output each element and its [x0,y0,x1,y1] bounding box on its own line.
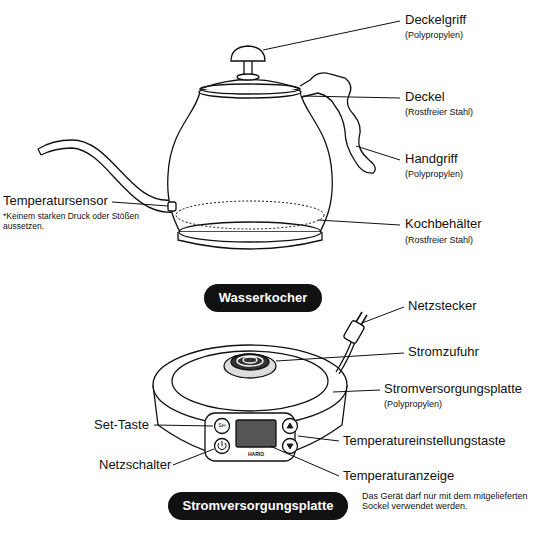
material-note: (Polypropylen) [384,399,442,409]
material-note: (Rostfreier Stahl) [405,235,473,245]
leader-lines [112,21,404,476]
part-name: Handgriff [405,152,458,167]
section-band: Wasserkocher [204,284,322,312]
band-title: Wasserkocher [219,290,307,305]
part-name: Temperaturanzeige [343,469,454,484]
part-name: Netzstecker [408,299,477,314]
material-note: (Rostfreier Stahl) [405,107,473,117]
material-note: (Polypropylen) [405,30,463,40]
part-name: Set-Taste [94,418,149,433]
part-name: Stromversorgungsplatte [384,382,522,397]
base-drawing [153,312,367,461]
band-title: Stromversorgungsplatte [183,498,334,513]
part-name: Kochbehälter [405,217,482,232]
usage-note: Das Gerät darf nur mit dem mitgelieferte… [362,491,537,512]
part-name: Temperatureinstellungstaste [343,434,506,449]
part-name: Temperatursensor [3,194,108,209]
section-band: Stromversorgungsplatte [168,492,349,520]
part-name: Netzschalter [99,458,171,473]
part-name: Deckel [405,90,445,105]
brand-logo: HARIO [248,452,264,458]
part-name: Deckelgriff [405,13,466,28]
warning-note: *Keinem starken Druck oder Stößen ausset… [3,212,143,232]
material-note: (Polypropylen) [405,169,463,179]
part-name: Stromzufuhr [408,345,479,360]
button-text: Set [218,423,226,429]
